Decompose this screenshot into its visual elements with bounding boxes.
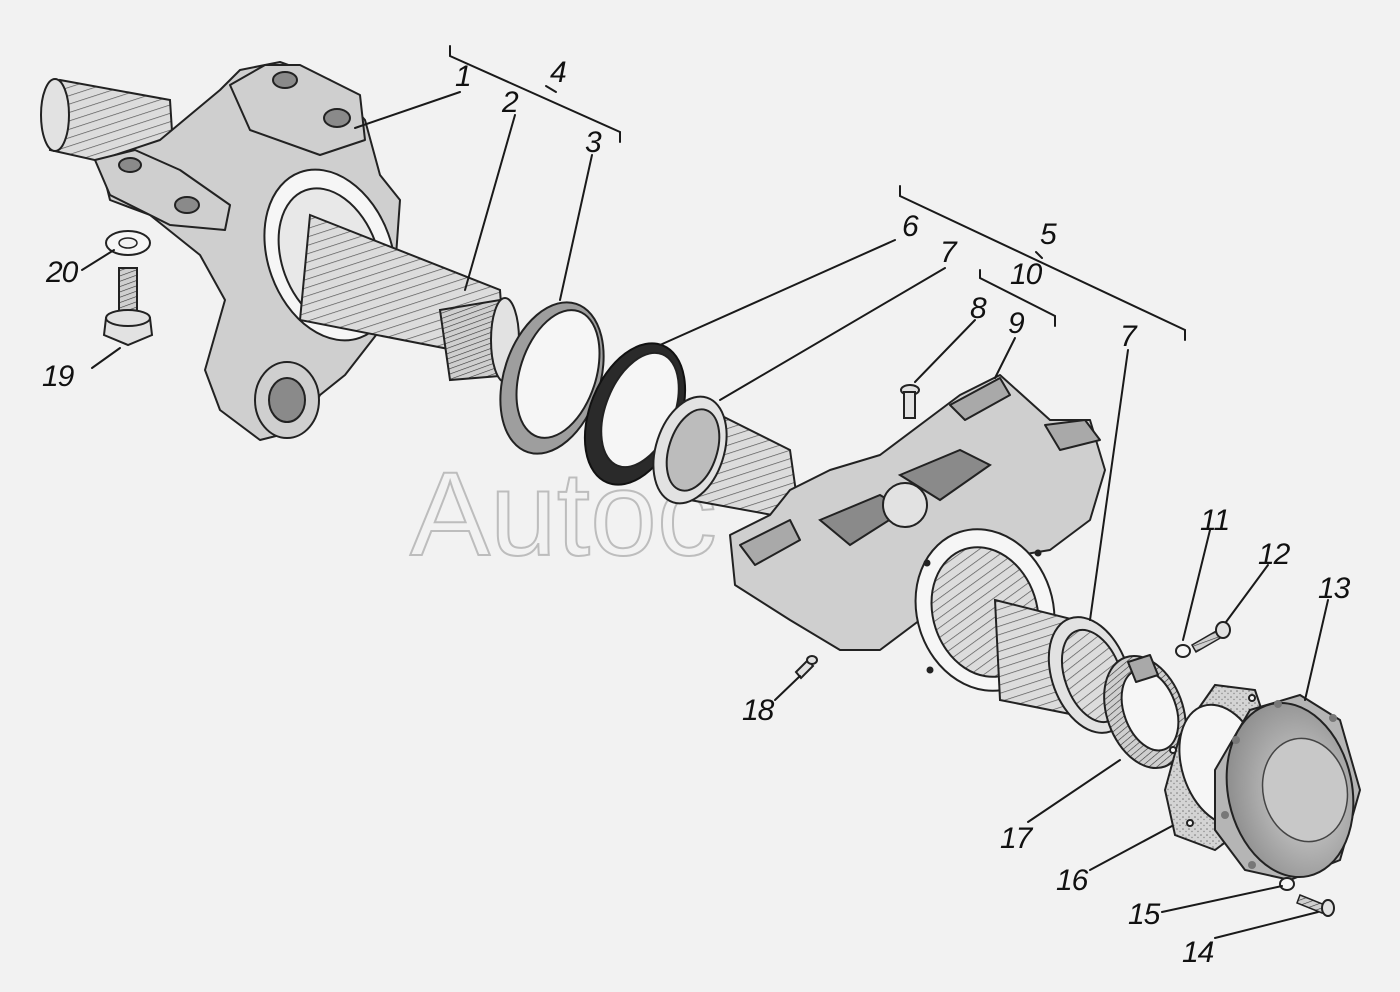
group-bracket-5: [899, 185, 1186, 341]
part-14-bolt: [1296, 894, 1335, 917]
part-15-washer: [1279, 877, 1295, 891]
callout-5: 5: [1040, 218, 1057, 251]
leader-13: [1304, 599, 1329, 701]
group-bracket-10: [979, 269, 1056, 327]
callout-19: 19: [42, 360, 75, 393]
leader-lines: [81, 91, 1329, 939]
callout-labels: 1 2 3 4 5 6 7 7 8 9 10 11 12 13 14 15 16…: [42, 56, 1352, 969]
leader-1: [354, 91, 461, 129]
leader-17: [1027, 759, 1121, 823]
part-8-plug-bolt: [900, 384, 920, 419]
callout-16: 16: [1056, 864, 1089, 897]
leader-12: [1225, 564, 1269, 623]
part-11-washer: [1175, 644, 1191, 658]
leader-3: [559, 154, 593, 301]
callout-17: 17: [1000, 822, 1034, 855]
leader-7b: [1089, 349, 1129, 621]
leader-18: [774, 675, 801, 701]
part-7-bushing-left: [652, 395, 802, 522]
callout-6: 6: [902, 210, 919, 243]
leader-19: [91, 347, 121, 369]
callout-13: 13: [1318, 572, 1351, 605]
leader-6: [659, 239, 896, 346]
callout-10: 10: [1010, 258, 1043, 291]
leader-14: [1214, 911, 1319, 939]
part-3-thrust-ring: [499, 301, 605, 455]
leader-8: [914, 319, 976, 383]
part-13-end-cover: [1214, 693, 1362, 882]
callout-20: 20: [45, 256, 79, 289]
callout-14: 14: [1182, 936, 1214, 969]
leader-15: [1161, 885, 1283, 913]
callout-9: 9: [1008, 307, 1025, 340]
part-1-axle-bracket: [40, 61, 520, 441]
group-bracket-4: [449, 45, 621, 143]
callout-11: 11: [1200, 504, 1229, 537]
callout-7-right: 7: [1120, 320, 1138, 353]
callout-8: 8: [970, 292, 987, 325]
callout-18: 18: [742, 694, 775, 727]
part-20-washer: [105, 230, 151, 256]
part-18-grease-fitting: [794, 655, 818, 680]
leader-20: [81, 249, 115, 271]
leader-9: [994, 337, 1016, 379]
callout-12: 12: [1258, 538, 1291, 571]
callout-7-left: 7: [940, 236, 958, 269]
callout-15: 15: [1128, 898, 1161, 931]
leader-7a: [719, 267, 946, 401]
part-17-lock-nut: [1103, 654, 1187, 770]
callout-3: 3: [585, 126, 602, 159]
leader-11: [1182, 529, 1211, 641]
callout-1: 1: [455, 60, 471, 93]
callout-4: 4: [550, 56, 566, 89]
leader-16: [1089, 825, 1173, 871]
part-19-bolt: [102, 267, 154, 347]
part-12-bolt: [1190, 621, 1231, 654]
leader-2: [464, 114, 516, 291]
callout-2: 2: [501, 86, 519, 119]
